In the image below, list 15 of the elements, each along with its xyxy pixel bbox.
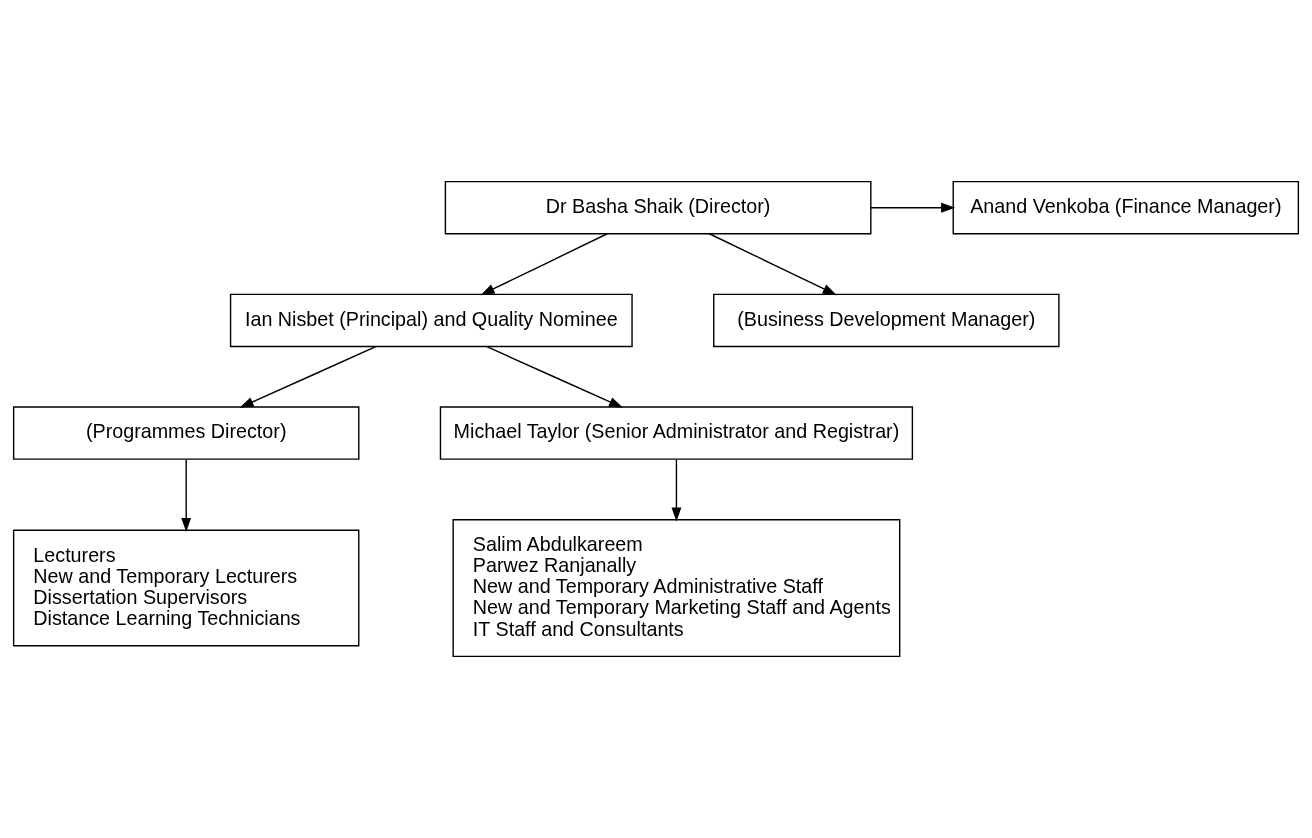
node-box: Salim Abdulkareem Parwez Ranjanally New and Temporary Administrative Staff New and Temporary Marketing Staff and Agents IT Staff and Consultants [452,519,901,658]
node-box: Dr Basha Shaik (Director) [444,180,872,235]
arrow [671,458,682,522]
node-box: Anand Venkoba (Finance Manager) [952,180,1300,235]
node-box: (Programmes Director) [12,406,360,460]
node-box: Ian Nisbet (Principal) and Quality Nominee [229,293,633,348]
arrow [480,233,608,296]
node-box: Lecturers New and Temporary Lecturers Dissertation Supervisors Distance Learning Technicians [12,529,360,647]
node-box: Michael Taylor (Senior Administrator and Registrar) [439,406,914,460]
arrow [485,345,624,408]
arrow [708,233,837,296]
arrow [239,345,377,408]
arrow [870,202,956,213]
node-box: (Business Development Manager) [713,293,1060,348]
arrow [181,458,192,532]
